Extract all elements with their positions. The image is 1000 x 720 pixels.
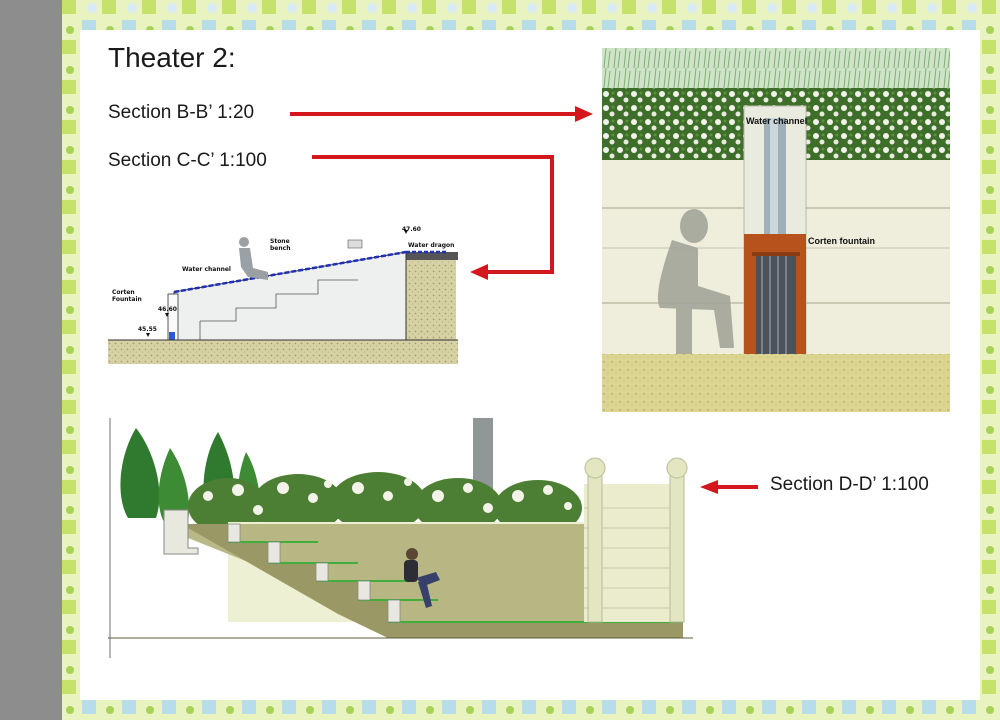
- elev-marker-low: [146, 333, 150, 337]
- elev-marker-mid: [165, 313, 169, 317]
- elevation-top: 47.60: [402, 226, 421, 233]
- backfill: [406, 256, 456, 340]
- corten-fountain-annotation-cc: Corten Fountain: [112, 289, 142, 303]
- soil-mass: [183, 524, 588, 622]
- section-bb-label: Section B-B’ 1:20: [108, 102, 255, 123]
- coping-slab: [404, 252, 458, 260]
- page-title: Theater 2:: [108, 42, 236, 73]
- elevation-low: 45.55: [138, 326, 157, 333]
- section-cc-drawing: [108, 230, 458, 364]
- left-gray-panel: [0, 0, 62, 720]
- arrow-cc-head: [470, 264, 488, 280]
- section-cc-label: Section C-C’ 1:100: [108, 150, 267, 171]
- section-dd-label: Section D-D’ 1:100: [770, 474, 929, 495]
- water-channel-line: [173, 250, 407, 294]
- section-dd-render: [108, 418, 693, 658]
- step-blocks: [227, 523, 401, 623]
- arrow-dd-head: [700, 480, 718, 494]
- seated-person-silhouette: [239, 237, 268, 280]
- seated-person: [404, 548, 440, 608]
- fountain-water: [169, 332, 175, 340]
- water-channel-annotation-cc: Water channel: [182, 266, 231, 273]
- stone-bench-annotation: Stone bench: [270, 238, 291, 252]
- elev-marker-top: [404, 230, 408, 234]
- arrow-bb-head: [575, 106, 593, 122]
- stair-structure: [584, 457, 688, 623]
- section-bb-render: [602, 48, 950, 412]
- water-channel-annotation-bb: Water channel: [746, 116, 808, 126]
- elevation-mid: 46.60: [158, 306, 177, 313]
- sand-ground: [602, 354, 950, 412]
- terrace-steps: [199, 279, 358, 340]
- retaining-footing: [163, 509, 199, 555]
- water-dragon-annotation: Water dragon: [408, 242, 455, 249]
- corten-fountain-annotation-bb: Corten fountain: [808, 236, 875, 246]
- arrow-cc: [312, 155, 554, 274]
- ground-fill: [108, 340, 458, 364]
- stone-bench-block: [347, 239, 363, 249]
- seated-person-silhouette: [657, 209, 734, 354]
- fountain-cascade: [756, 254, 796, 356]
- stepped-seating-earth: [188, 524, 683, 638]
